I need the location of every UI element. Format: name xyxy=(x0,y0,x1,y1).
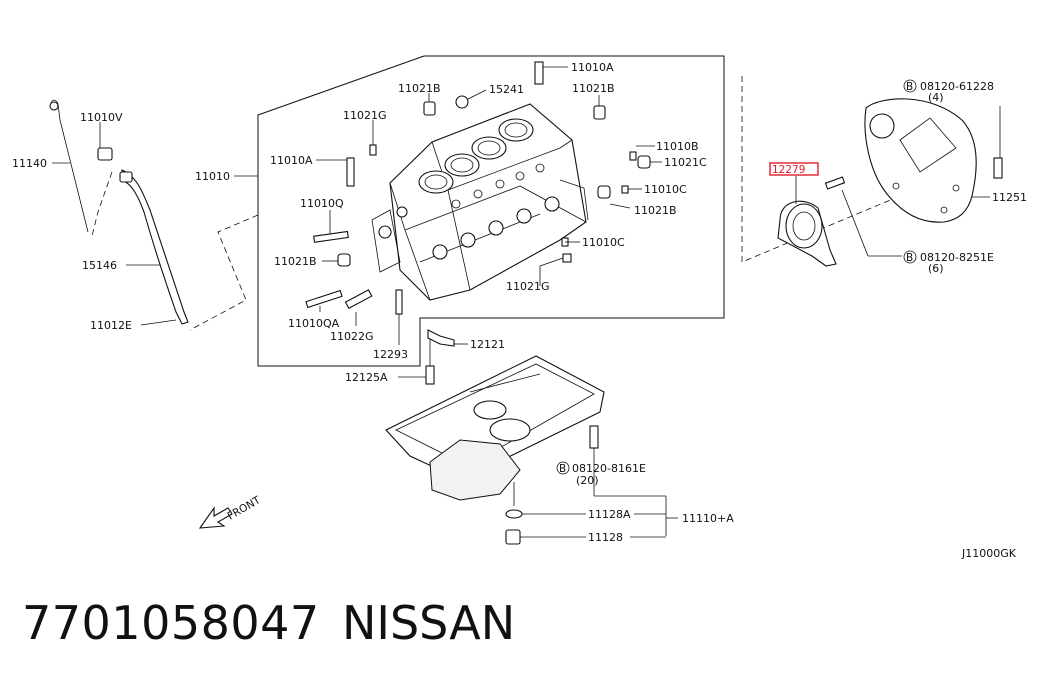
label-08120-8251E-qty: (6) xyxy=(928,262,944,275)
label-11010Q: 11010Q xyxy=(300,197,344,210)
label-11021G-b: 11021G xyxy=(506,280,550,293)
oil-gauge-group: 11140 11010V 15146 11012E xyxy=(12,99,189,332)
cylinder-head xyxy=(371,103,589,301)
label-11010B: 11010B xyxy=(656,140,699,153)
label-12125A: 12125A xyxy=(345,371,388,384)
label-15146: 15146 xyxy=(82,259,117,272)
label-11010A-top: 11010A xyxy=(571,61,614,74)
label-11010C: 11010C xyxy=(644,183,687,196)
rear-plate-group: B 08120-61228 (4) 11251 xyxy=(864,79,1027,223)
label-15241: 15241 xyxy=(489,83,524,96)
cylinder-head-group xyxy=(189,55,725,367)
label-11021B-a: 11021B xyxy=(398,82,441,95)
highlight-12279 xyxy=(769,162,819,176)
label-08120-61228: 08120-61228 xyxy=(920,80,994,93)
label-11021B-c: 11021B xyxy=(274,255,317,268)
head-small-parts xyxy=(305,61,651,315)
label-11010A-mid: 11010A xyxy=(270,154,313,167)
label-front: FRONT xyxy=(226,494,264,523)
label-11010: 11010 xyxy=(195,170,230,183)
label-08120-8251E: 08120-8251E xyxy=(920,251,994,264)
label-12293: 12293 xyxy=(373,348,408,361)
brand-name: NISSAN xyxy=(342,596,516,650)
label-11251: 11251 xyxy=(992,191,1027,204)
head-dashed-link xyxy=(189,214,259,331)
label-11021G: 11021G xyxy=(343,109,387,122)
circled-b-1: B xyxy=(906,81,913,93)
head-labels: 11010A 15241 11021B 11021B 11021G 11010A… xyxy=(195,61,707,361)
label-11110A: 11110+A xyxy=(682,512,734,525)
front-indicator: FRONT xyxy=(198,494,264,529)
head-leaders xyxy=(234,66,662,345)
label-08120-8161E-qty: (20) xyxy=(576,474,599,487)
label-08120-8161E: 08120-8161E xyxy=(572,462,646,475)
oil-pan-group: 12121 12125A B 08120-8161E (20) 11128A 1… xyxy=(345,329,734,545)
label-11010QA: 11010QA xyxy=(288,317,340,330)
label-11010C-b: 11010C xyxy=(582,236,625,249)
label-08120-61228-qty: (4) xyxy=(928,91,944,104)
parts-diagram: 11010A 15241 11021B 11021B 11021G 11010A… xyxy=(12,55,1027,560)
circled-b-2: B xyxy=(906,252,913,264)
label-11021B-b: 11021B xyxy=(572,82,615,95)
circled-b-3: B xyxy=(559,463,566,475)
front-arrow-icon xyxy=(198,506,233,529)
label-11021C: 11021C xyxy=(664,156,707,169)
label-12279: 12279 xyxy=(772,164,805,176)
label-11021B-d: 11021B xyxy=(634,204,677,217)
label-11140: 11140 xyxy=(12,157,47,170)
part-number: 7701058047 xyxy=(22,596,320,650)
diagram-code: J11000GK xyxy=(961,547,1017,560)
label-11128A: 11128A xyxy=(588,508,631,521)
label-11128: 11128 xyxy=(588,531,623,544)
label-11022G: 11022G xyxy=(330,330,374,343)
head-group-frame xyxy=(257,55,725,367)
rear-oil-seal-group: 12279 B 08120-8251E (6) xyxy=(741,76,994,275)
label-12121: 12121 xyxy=(470,338,505,351)
label-11010V: 11010V xyxy=(80,111,123,124)
label-11012E: 11012E xyxy=(90,319,132,332)
